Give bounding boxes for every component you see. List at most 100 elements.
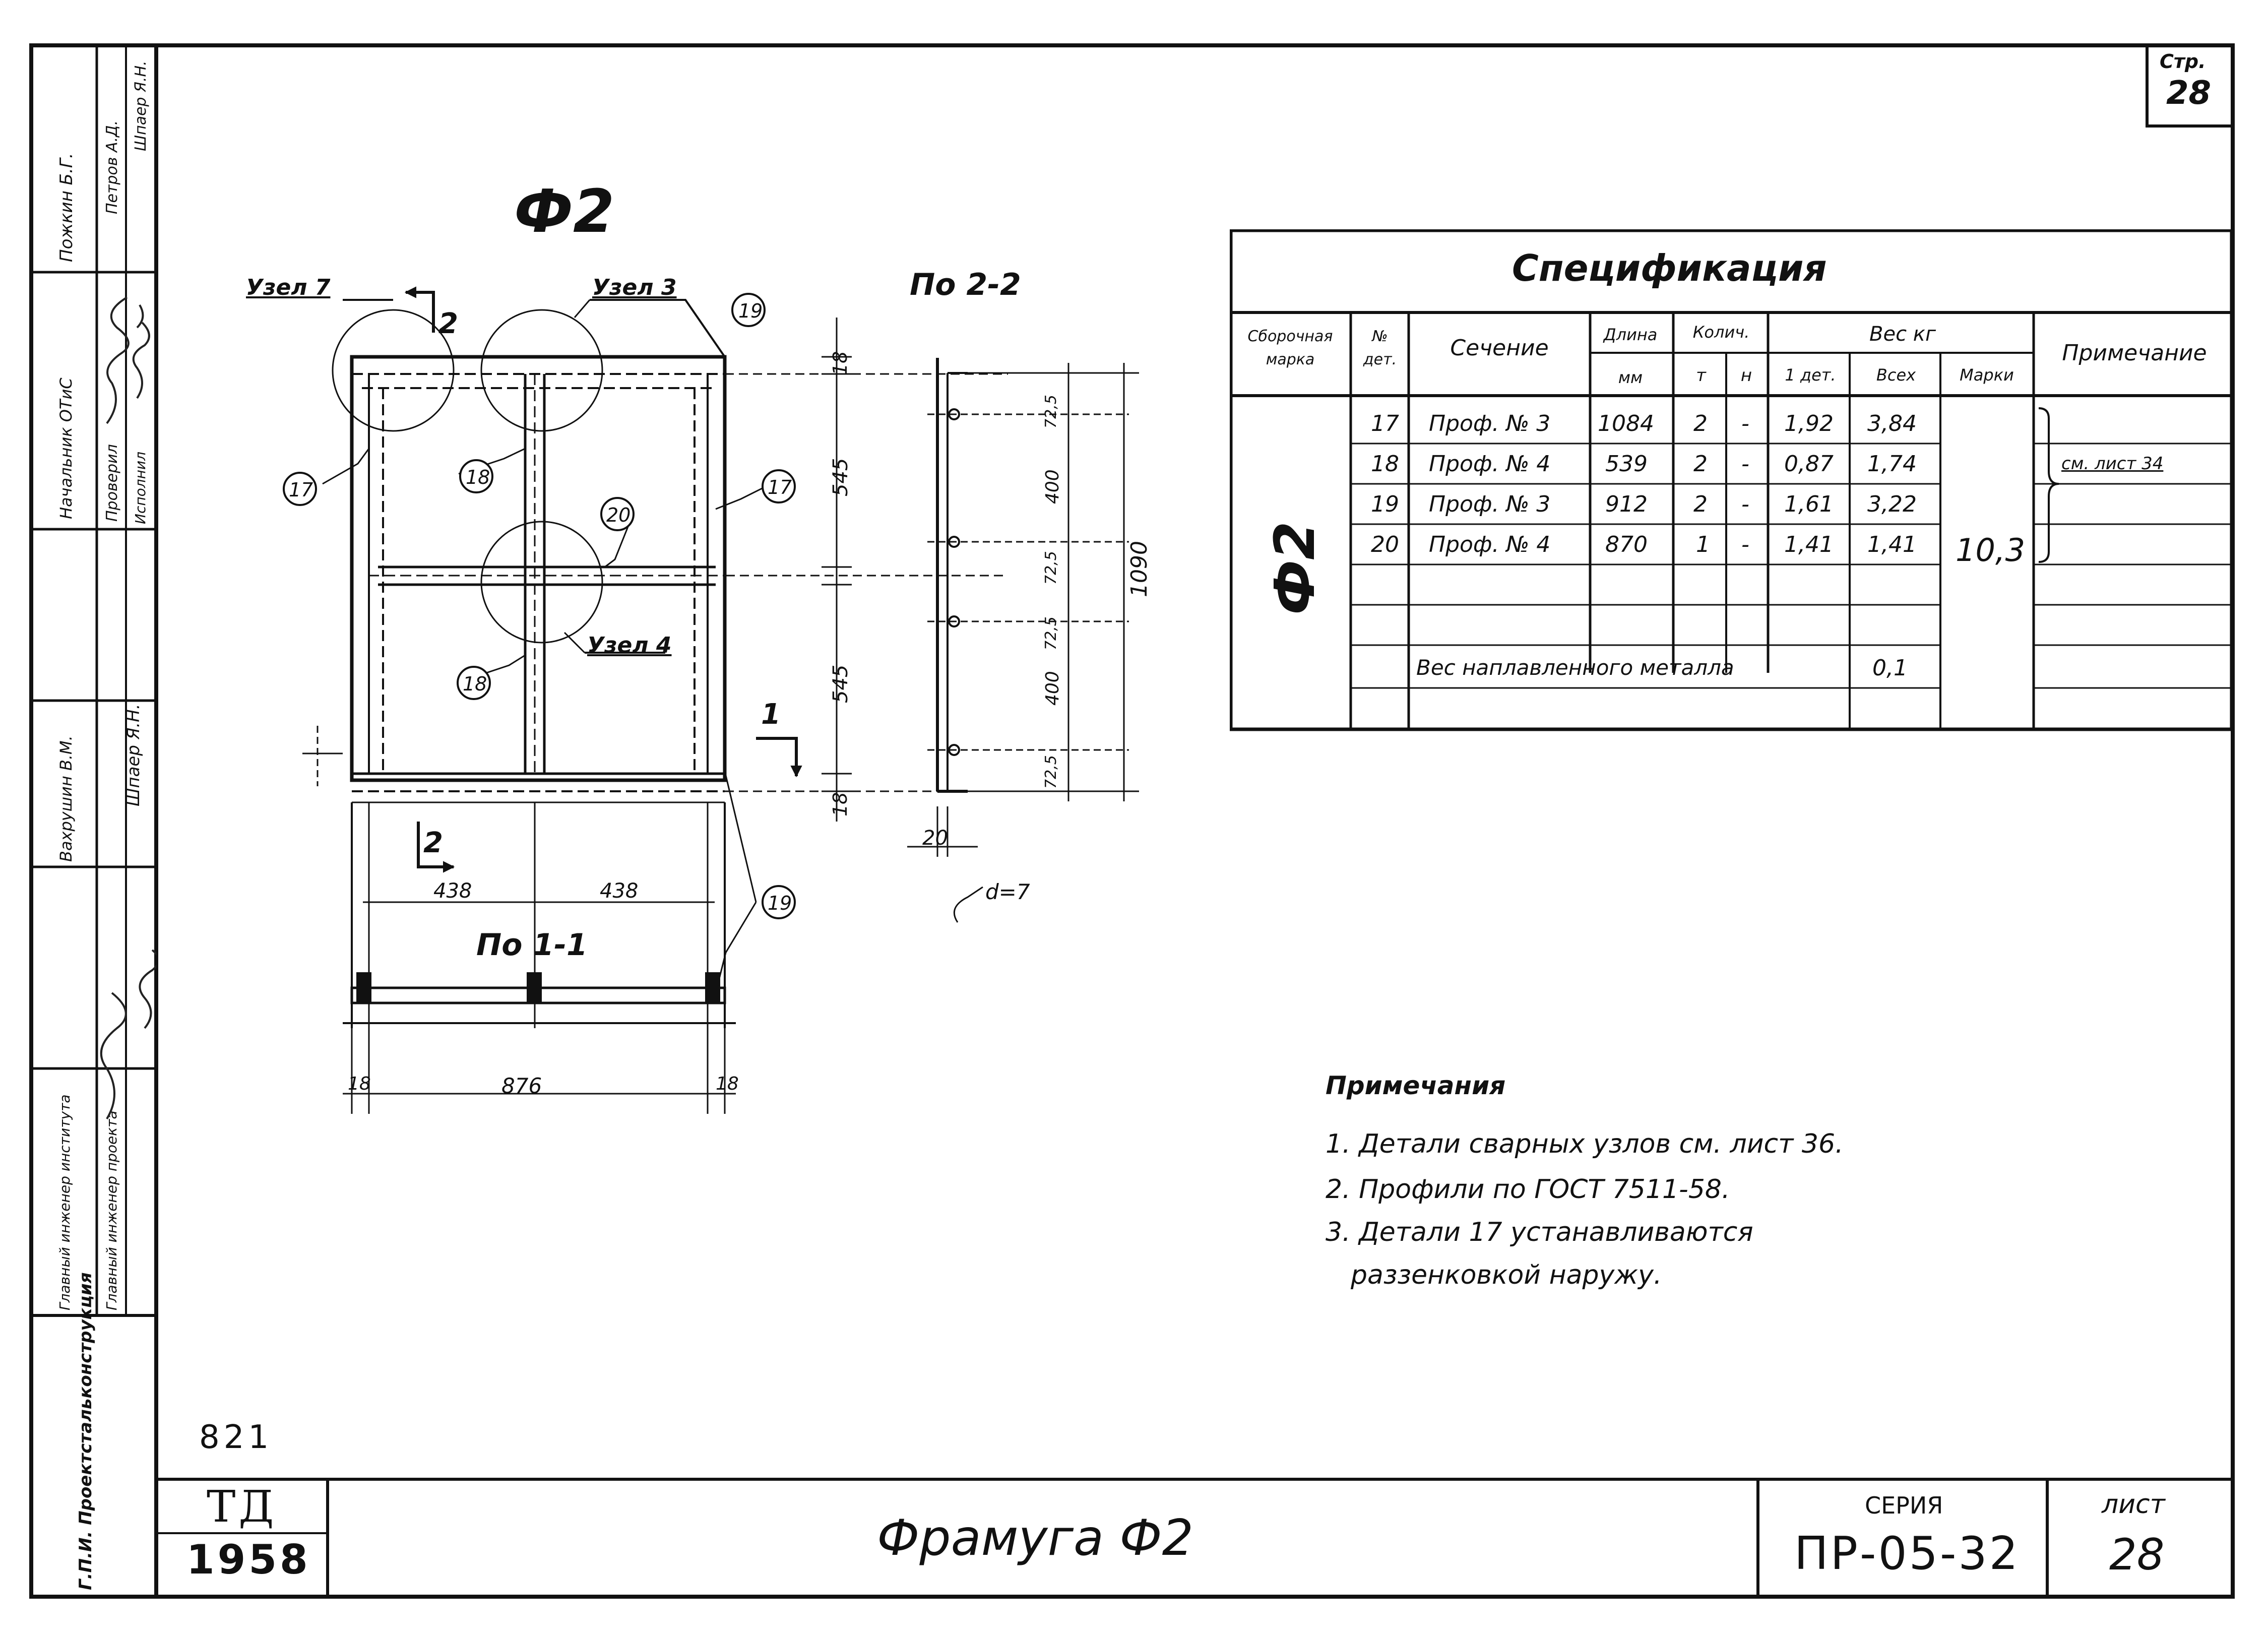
- dim-upper-panel: 545: [829, 458, 852, 496]
- series-value: ПР-05-32: [1794, 1527, 2020, 1580]
- side-dim-top: 72,5: [1042, 395, 1060, 428]
- row-18-no: 18: [1371, 451, 1399, 477]
- cut-mark-2-top: 2: [438, 307, 458, 340]
- row-17-no: 17: [1371, 411, 1399, 436]
- drawing-title: Фрамуга Ф2: [877, 1509, 1193, 1567]
- callout-18-upper: 18: [466, 466, 490, 488]
- row-20-no: 20: [1371, 532, 1399, 557]
- header-length-unit: мм: [1618, 368, 1643, 387]
- spec-note-ref: см. лист 34: [2061, 454, 2164, 474]
- callout-19-top: 19: [738, 300, 763, 322]
- notes-title: Примечания: [1326, 1071, 1506, 1100]
- spec-deposited-label: Вес наплавленного металла: [1416, 655, 1734, 680]
- header-weight-one: 1 дет.: [1785, 365, 1836, 385]
- header-qty-t: т: [1696, 365, 1706, 386]
- row-17-all: 3,84: [1867, 411, 1917, 436]
- row-17-length: 1084: [1598, 411, 1654, 436]
- row-19-section: Проф. № 3: [1429, 491, 1551, 517]
- sheet-value: 28: [2109, 1530, 2165, 1580]
- row-18-length: 539: [1605, 451, 1648, 477]
- note-1: 1. Детали сварных узлов см. лист 36.: [1326, 1129, 1844, 1159]
- row-17-one: 1,92: [1784, 411, 1834, 436]
- spec-table-lines: [1230, 229, 2233, 731]
- row-20-length: 870: [1605, 532, 1648, 557]
- side-dim-mid-b: 72,5: [1042, 616, 1060, 650]
- header-weight-all: Всех: [1876, 365, 1916, 385]
- row-20-t: 1: [1696, 532, 1710, 557]
- header-weight-mark: Марки: [1960, 365, 2014, 385]
- side-dim-bottom: 72,5: [1042, 755, 1060, 789]
- signature-scribbles: [100, 296, 156, 1120]
- row-19-n: -: [1741, 491, 1749, 517]
- dim-half-right: 438: [600, 879, 639, 903]
- spec-title: Спецификация: [1512, 247, 1827, 289]
- node-label-7: Узел 7: [246, 275, 331, 300]
- note-2: 2. Профили по ГОСТ 7511-58.: [1326, 1174, 1730, 1205]
- spec-assembly-mark: Ф2: [1263, 521, 1327, 615]
- row-18-n: -: [1741, 451, 1749, 477]
- side-dim-400b: 400: [1042, 671, 1063, 706]
- dim-left-edge: 18: [348, 1074, 371, 1094]
- callout-17-left: 17: [289, 479, 313, 501]
- spec-mark-weight: 10,3: [1956, 532, 2026, 569]
- header-section: Сечение: [1450, 335, 1549, 361]
- bottom-number: 821: [199, 1419, 273, 1456]
- row-19-one: 1,61: [1784, 491, 1834, 517]
- callout-18-lower: 18: [463, 673, 487, 695]
- row-19-t: 2: [1693, 491, 1708, 517]
- header-weight: Вес кг: [1869, 323, 1936, 346]
- side-dim-mid-a: 72,5: [1042, 551, 1060, 585]
- header-note: Примечание: [2062, 340, 2207, 366]
- sheet-label: лист: [2102, 1489, 2165, 1520]
- logo: ТД: [207, 1482, 277, 1532]
- header-part-no: № дет.: [1363, 328, 1397, 368]
- row-18-one: 0,87: [1784, 451, 1834, 477]
- header-assembly-mark: Сборочная марка: [1247, 328, 1333, 368]
- side-dim-400a: 400: [1042, 469, 1063, 504]
- row-20-section: Проф. № 4: [1429, 532, 1551, 557]
- dim-lower-panel: 545: [829, 664, 852, 703]
- stamp-organization: Г.П.И. Проектстальконструкция: [76, 1272, 96, 1590]
- cut-mark-1: 1: [761, 698, 781, 731]
- row-18-section: Проф. № 4: [1429, 451, 1551, 477]
- callout-17-right: 17: [768, 476, 792, 498]
- header-qty: Колич.: [1692, 323, 1750, 342]
- side-dim-profile-width: 20: [922, 827, 948, 850]
- row-17-section: Проф. № 3: [1429, 411, 1551, 436]
- row-19-no: 19: [1371, 491, 1399, 517]
- side-dim-total: 1090: [1126, 541, 1152, 597]
- node-label-3: Узел 3: [592, 275, 677, 300]
- dim-top-offset: 18: [829, 351, 851, 375]
- header-length: Длина: [1603, 325, 1658, 344]
- dim-right-edge: 18: [716, 1074, 739, 1094]
- row-19-length: 912: [1605, 491, 1648, 517]
- series-label: СЕРИЯ: [1865, 1492, 1943, 1519]
- node-label-4: Узел 4: [587, 633, 672, 658]
- dim-bottom-offset: 18: [829, 792, 851, 816]
- dim-half-left: 438: [433, 879, 472, 903]
- row-20-n: -: [1741, 532, 1749, 557]
- spec-deposited-value: 0,1: [1872, 655, 1908, 681]
- note-3-cont: раззенковкой наружу.: [1351, 1260, 1662, 1290]
- header-qty-n: н: [1740, 365, 1752, 386]
- section-22-title: По 2-2: [910, 267, 1021, 302]
- row-17-n: -: [1741, 411, 1749, 436]
- dim-total-width: 876: [501, 1074, 542, 1098]
- callout-19-bottom: 19: [768, 892, 792, 914]
- row-20-one: 1,41: [1784, 532, 1834, 557]
- row-17-t: 2: [1693, 411, 1708, 436]
- row-18-t: 2: [1693, 451, 1708, 477]
- side-dim-hole: d=7: [985, 879, 1030, 904]
- row-20-all: 1,41: [1867, 532, 1917, 557]
- page-label: Стр.: [2160, 50, 2206, 73]
- row-19-all: 3,22: [1867, 491, 1917, 517]
- cut-mark-2-bottom: 2: [423, 827, 443, 859]
- frame-drawing: [283, 286, 1008, 1114]
- section-22-drawing: [907, 358, 1139, 923]
- callout-20: 20: [606, 504, 631, 526]
- section-11-title: По 1-1: [476, 927, 588, 963]
- note-3: 3. Детали 17 устанавливаются: [1326, 1217, 1753, 1247]
- page-number: 28: [2166, 75, 2212, 112]
- drawing-mark: Ф2: [514, 176, 615, 246]
